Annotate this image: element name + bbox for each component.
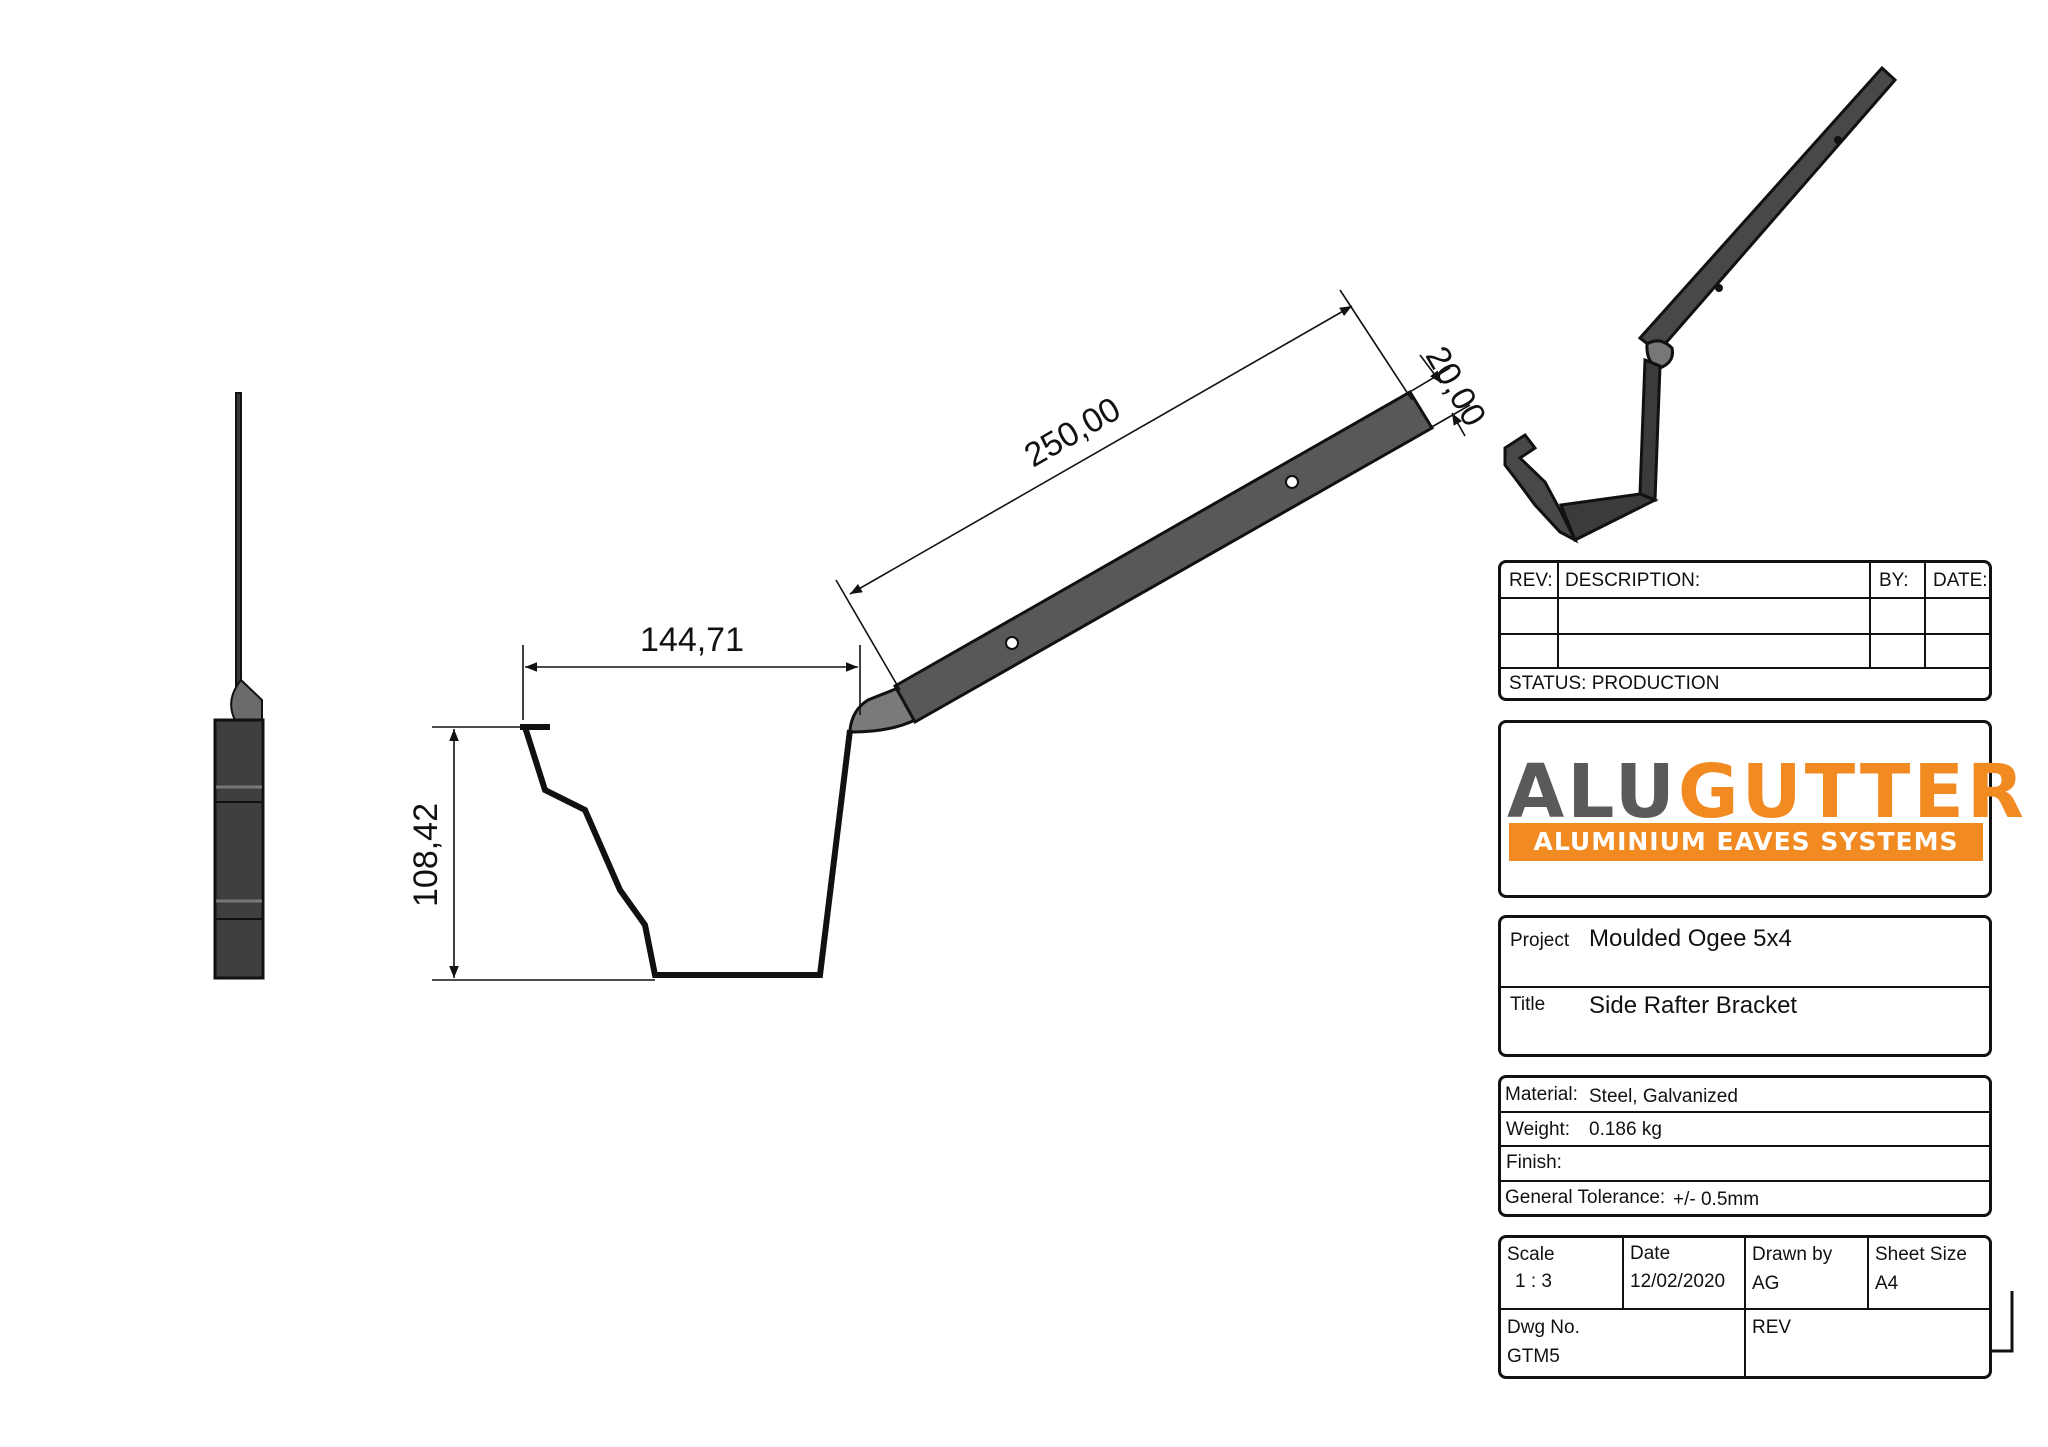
date-label: DATE: [1933, 570, 1988, 591]
material-label: Material: [1505, 1084, 1578, 1105]
material-value: Steel, Galvanized [1589, 1086, 1738, 1107]
by-label: BY: [1879, 570, 1909, 591]
sheet-size-label: Sheet Size [1875, 1244, 1967, 1265]
weight-label: Weight: [1506, 1119, 1571, 1140]
description-label: DESCRIPTION: [1565, 570, 1701, 591]
status-text: STATUS: PRODUCTION [1509, 673, 1720, 694]
tolerance-value: +/- 0.5mm [1673, 1189, 1760, 1210]
drawing-info-block: Scale 1 : 3 Date 12/02/2020 Drawn by AG … [1498, 1235, 1992, 1379]
rev-label: REV: [1509, 570, 1553, 591]
dimension-width: 144,71 [522, 621, 861, 720]
sheet-size-value: A4 [1875, 1273, 1899, 1294]
logo-gutter-text: GUTTER [1677, 749, 2027, 835]
project-value: Moulded Ogee 5x4 [1589, 925, 1792, 952]
drawn-by-label: Drawn by [1752, 1244, 1833, 1265]
date-label-info: Date [1630, 1243, 1671, 1264]
date-value: 12/02/2020 [1630, 1271, 1726, 1292]
side-view [213, 392, 265, 980]
logo-alu-text: ALU [1507, 749, 1678, 835]
rev-label-info: REV [1752, 1317, 1792, 1338]
front-view [520, 389, 1435, 978]
project-block: Project Moulded Ogee 5x4 Title Side Raft… [1498, 915, 1992, 1057]
dimension-height: 108,42 [407, 726, 655, 981]
revision-block: REV: DESCRIPTION: BY: DATE: STATUS: PROD… [1498, 560, 1992, 701]
dwg-no-value: GTM5 [1507, 1346, 1560, 1367]
dimension-arm-length-label: 250,00 [1018, 390, 1127, 475]
weight-value: 0.186 kg [1589, 1119, 1662, 1140]
isometric-view [1503, 65, 1898, 544]
dimension-height-label: 108,42 [407, 803, 445, 907]
logo-tagline: ALUMINIUM EAVES SYSTEMS [1509, 823, 1983, 861]
scale-value: 1 : 3 [1515, 1271, 1552, 1292]
scale-label: Scale [1507, 1244, 1555, 1265]
drawn-by-value: AG [1752, 1273, 1780, 1294]
dwg-no-label: Dwg No. [1507, 1317, 1580, 1338]
dimension-width-label: 144,71 [640, 621, 744, 659]
material-block: Material: Steel, Galvanized Weight: 0.18… [1498, 1075, 1992, 1217]
dimension-arm-width-label: 20,00 [1418, 340, 1493, 433]
finish-label: Finish: [1506, 1152, 1562, 1173]
title-label: Title [1510, 994, 1546, 1015]
project-label: Project [1510, 930, 1570, 951]
tolerance-label: General Tolerance: [1505, 1187, 1666, 1208]
title-value: Side Rafter Bracket [1589, 992, 1798, 1019]
company-logo: ALUGUTTER [1507, 749, 2027, 835]
logo-block: ALUGUTTER ALUMINIUM EAVES SYSTEMS [1498, 720, 2024, 898]
